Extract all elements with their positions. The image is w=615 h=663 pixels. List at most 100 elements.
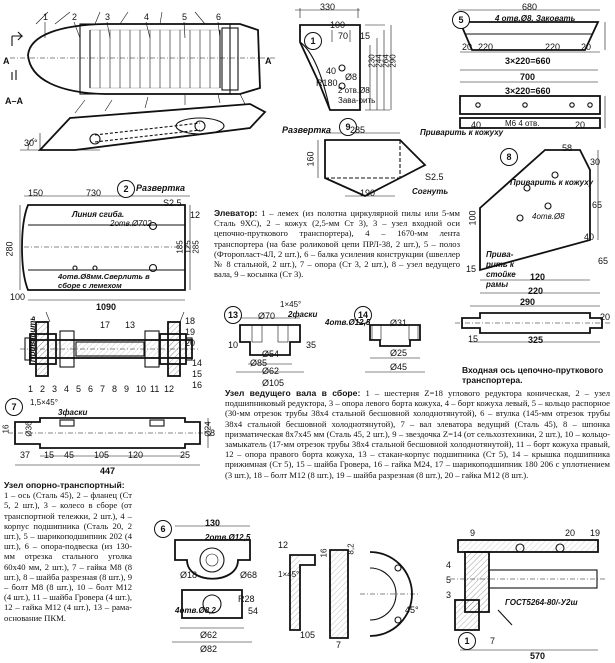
dim-30-8: 30: [590, 157, 601, 167]
assy-callout-4: 4: [64, 384, 70, 394]
dia-45: Ø45: [390, 362, 408, 372]
part-badge-9: 9: [339, 118, 357, 136]
elevator-plan-view: [10, 11, 275, 95]
dim-285-9: 285: [350, 125, 366, 135]
assy-callout-5: 5: [76, 384, 82, 394]
dim-220-8: 220: [528, 286, 544, 296]
gusset-development-title: Развертка: [282, 125, 331, 135]
facets-note-7: 3фаски: [58, 408, 88, 417]
support-legend-title: Узел опорно-транспортный:: [4, 480, 125, 490]
dim-3x220-a: 3×220=660: [505, 56, 551, 66]
thickness-s25-2: S2.5: [163, 198, 182, 208]
dim-120-8: 120: [530, 272, 546, 282]
assy-callout-12: 12: [164, 384, 175, 394]
assy-callout-10: 10: [136, 384, 147, 394]
dim-290: 290: [388, 54, 398, 68]
part-badge-13: 13: [224, 306, 242, 324]
dia-62-6: Ø62: [200, 630, 218, 640]
assy-callout-7: 7: [100, 384, 106, 394]
part-badge-2: 2: [117, 180, 135, 198]
part-badge-6: 6: [154, 520, 172, 538]
assy-callout-17: 17: [100, 320, 111, 330]
dia-16-7: 16: [1, 424, 11, 434]
drill-holes-note: 4отв.Ø8мм.Сверлить в сборе с лемехом: [58, 272, 150, 290]
holes-2x125-6: 2отв.Ø12,5: [205, 533, 251, 542]
facets-note-13: 2фаски: [288, 310, 318, 319]
assy-callout-13: 13: [125, 320, 136, 330]
dia-25: Ø25: [390, 348, 408, 358]
hole-note-5: 4 отв.Ø8. Заковать: [495, 14, 576, 23]
dia-31: Ø31: [390, 318, 408, 328]
dim-3x220-b: 3×220=660: [505, 86, 551, 96]
dim-280: 280: [4, 241, 15, 257]
dim-15: 15: [360, 31, 371, 41]
part6-hanger: [172, 525, 252, 643]
dim-20-a: 20: [462, 42, 473, 52]
assy-callout-19: 19: [185, 327, 196, 337]
assy-callout-2: 2: [40, 384, 46, 394]
support-assembly: [450, 539, 605, 651]
assy-callout-15: 15: [192, 369, 203, 379]
dia-68: Ø68: [240, 570, 258, 580]
drive-shaft-legend-body: 1 – шестерня Z=18 углового редуктора кон…: [225, 388, 610, 480]
dim-45-7: 45: [64, 450, 75, 460]
dim-7-6: 7: [336, 640, 342, 650]
dim-8-7: 8: [210, 428, 216, 438]
dim-40-8: 40: [584, 232, 595, 242]
dim-1090: 1090: [96, 302, 117, 312]
assy-callout-3: 3: [52, 384, 58, 394]
dia-54: Ø54: [262, 349, 280, 359]
dim-25-7: 25: [180, 450, 191, 460]
radius-180: R180: [316, 78, 338, 88]
dim-330: 330: [320, 2, 336, 12]
support-legend-body: 1 – ось (Сталь 45), 2 – фланец (Ст 5, 2 …: [4, 490, 132, 623]
bend-line-note: Линия сгиба.: [72, 210, 125, 219]
callout-5: 5: [182, 12, 188, 22]
thickness-s25-9: S2.5: [425, 172, 444, 182]
dia-36: Ø36: [24, 421, 34, 437]
assy-callout-1: 1: [28, 384, 34, 394]
supp-callout-3: 3: [446, 590, 452, 600]
part5-slide-view: [458, 9, 606, 129]
dim-15-7: 15: [44, 450, 55, 460]
dim-15-8: 15: [466, 264, 477, 274]
callout-6: 6: [216, 12, 222, 22]
assy-callout-9: 9: [124, 384, 130, 394]
assy-callout-18: 18: [185, 316, 196, 326]
dim-35-13: 35: [306, 340, 317, 350]
dim-20-axis: 20: [600, 312, 611, 322]
elevator-legend: Элеватор: 1 – лемех (из полотна циркуляр…: [214, 208, 460, 279]
elevator-legend-title: Элеватор:: [214, 208, 258, 218]
holes-4x125: 4отв.Ø12,5: [325, 318, 371, 327]
dia-105: Ø105: [262, 378, 285, 388]
dim-15-axis: 15: [468, 334, 479, 344]
section-title-a-a: A–A: [5, 96, 24, 106]
dim-65b-8: 65: [598, 256, 609, 266]
part7-shaft: [8, 417, 209, 466]
elevator-legend-body: 1 – лемех (из полотна циркулярной пилы и…: [214, 208, 460, 280]
dim-54-6: 54: [248, 606, 259, 616]
dia-85: Ø85: [250, 358, 268, 368]
dim-65-8: 65: [592, 200, 603, 210]
supp-callout-7: 7: [490, 636, 496, 646]
dim-730: 730: [86, 188, 102, 198]
dim-82-6: 8,2: [346, 543, 356, 555]
part-badge-14: 14: [354, 306, 372, 324]
input-axis-view: [455, 305, 610, 343]
part-badge-5: 5: [452, 11, 470, 29]
dim-16-6: 16: [319, 548, 329, 558]
bolt-note-m6: М6 4 отв.: [505, 119, 540, 128]
callout-3: 3: [105, 12, 111, 22]
dia-82: Ø82: [200, 644, 218, 654]
radius-28: R28: [238, 594, 255, 604]
dim-190-9: 190: [360, 188, 376, 198]
dia-62: Ø62: [262, 366, 280, 376]
dim-40-5: 40: [471, 120, 482, 130]
dim-290-axis: 290: [520, 297, 536, 307]
dim-100-2: 100: [10, 292, 26, 302]
weld-to-casing-note: Приварить к кожуху: [420, 128, 504, 137]
dim-20-b: 20: [581, 42, 592, 52]
weld-note-assembly: Приварить: [28, 315, 38, 363]
weld-to-rack-8: Прива-рить к стойке рамы: [486, 250, 516, 289]
part1-shoe-view: [295, 8, 392, 111]
